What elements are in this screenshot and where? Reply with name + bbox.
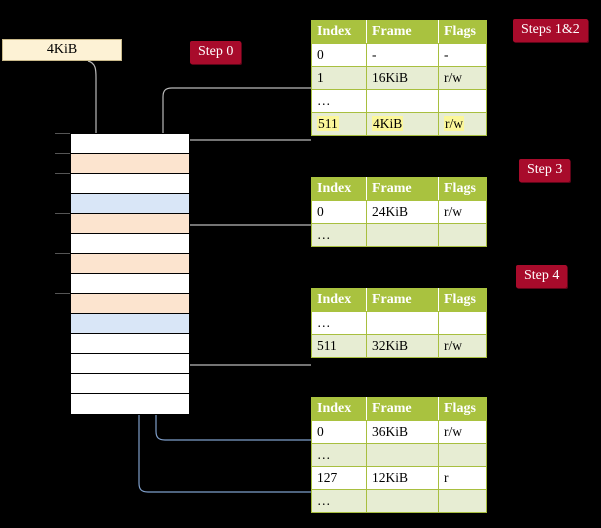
- request-size-label: 4KiB: [46, 42, 78, 57]
- badge-step-3: Step 3: [519, 159, 571, 182]
- memory-frame-row: [71, 214, 189, 234]
- badge-step-4: Step 4: [516, 265, 568, 288]
- cell-flags: [438, 311, 487, 335]
- memory-tick: [55, 293, 70, 294]
- cell-frame: 4KiB: [366, 112, 439, 136]
- cell-flags: r/w: [438, 66, 487, 90]
- cell-index: …: [311, 443, 367, 467]
- cell-index: 127: [311, 466, 367, 490]
- physical-memory-column: [70, 133, 190, 415]
- table-row: …: [311, 489, 487, 513]
- column-header-index: Index: [311, 288, 367, 312]
- cell-flags: r/w: [438, 420, 487, 444]
- memory-frame-row: [71, 394, 189, 414]
- table-row: 511 4KiB r/w: [311, 112, 487, 136]
- cell-flags: [438, 89, 487, 113]
- column-header-frame: Frame: [366, 177, 439, 201]
- table-row: …: [311, 223, 487, 247]
- table-row: …: [311, 89, 487, 113]
- memory-frame-row: [71, 134, 189, 154]
- cell-index: 0: [311, 200, 367, 224]
- memory-tick: [55, 173, 70, 174]
- highlighted-value: r/w: [444, 115, 464, 131]
- memory-frame-row: [71, 334, 189, 354]
- cell-flags: [438, 443, 487, 467]
- cell-flags: r/w: [438, 112, 487, 136]
- column-header-flags: Flags: [438, 288, 487, 312]
- column-header-index: Index: [311, 397, 367, 421]
- column-header-frame: Frame: [366, 397, 439, 421]
- memory-frame-row: [71, 314, 189, 334]
- cell-index: 0: [311, 420, 367, 444]
- cell-frame: [366, 89, 439, 113]
- column-header-index: Index: [311, 177, 367, 201]
- cell-frame: 16KiB: [366, 66, 439, 90]
- memory-frame-row: [71, 174, 189, 194]
- cell-index: 511: [311, 334, 367, 358]
- memory-frame-row: [71, 354, 189, 374]
- column-header-flags: Flags: [438, 397, 487, 421]
- badge-steps-1-2: Steps 1&2: [513, 19, 588, 42]
- memory-frame-row: [71, 194, 189, 214]
- cell-frame: -: [366, 43, 439, 67]
- highlighted-value: 511: [317, 115, 339, 131]
- cell-flags: [438, 223, 487, 247]
- memory-tick: [55, 133, 70, 134]
- column-header-frame: Frame: [366, 288, 439, 312]
- cell-frame: 36KiB: [366, 420, 439, 444]
- cell-frame: 32KiB: [366, 334, 439, 358]
- cell-flags: r/w: [438, 334, 487, 358]
- memory-frame-row: [71, 274, 189, 294]
- memory-tick: [55, 153, 70, 154]
- request-size-box: 4KiB: [2, 39, 122, 61]
- column-header-flags: Flags: [438, 20, 487, 44]
- cell-frame: 12KiB: [366, 466, 439, 490]
- cell-flags: -: [438, 43, 487, 67]
- memory-tick: [55, 253, 70, 254]
- cell-index: …: [311, 489, 367, 513]
- table-row: 0--: [311, 43, 487, 67]
- cell-frame: 24KiB: [366, 200, 439, 224]
- badge-step-0: Step 0: [190, 41, 242, 64]
- cell-index: …: [311, 311, 367, 335]
- cell-index: 0: [311, 43, 367, 67]
- cell-frame: [366, 489, 439, 513]
- table-row: …: [311, 443, 487, 467]
- memory-frame-row: [71, 154, 189, 174]
- cell-index: …: [311, 89, 367, 113]
- highlighted-value: 4KiB: [372, 115, 404, 131]
- column-header-frame: Frame: [366, 20, 439, 44]
- cell-index: 511: [311, 112, 367, 136]
- cell-frame: [366, 311, 439, 335]
- cell-frame: [366, 223, 439, 247]
- table-row: …: [311, 311, 487, 335]
- column-header-flags: Flags: [438, 177, 487, 201]
- cell-flags: r/w: [438, 200, 487, 224]
- memory-frame-row: [71, 294, 189, 314]
- memory-frame-row: [71, 234, 189, 254]
- cell-index: 1: [311, 66, 367, 90]
- cell-frame: [366, 443, 439, 467]
- memory-frame-row: [71, 254, 189, 274]
- memory-tick: [55, 213, 70, 214]
- memory-frame-row: [71, 374, 189, 394]
- cell-index: …: [311, 223, 367, 247]
- cell-flags: r: [438, 466, 487, 490]
- cell-flags: [438, 489, 487, 513]
- column-header-index: Index: [311, 20, 367, 44]
